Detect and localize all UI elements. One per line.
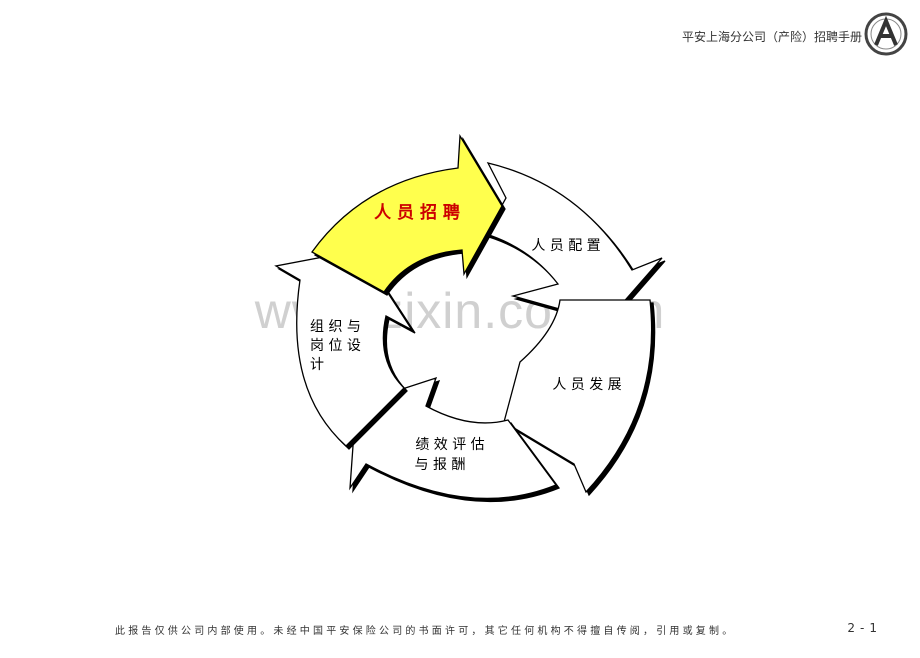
label-org-design-line3: 计 — [310, 357, 324, 373]
footer-disclaimer: 此报告仅供公司内部使用。未经中国平安保险公司的书面许可，其它任何机构不得擅自传阅… — [115, 626, 736, 637]
page-number: 2-1 — [847, 621, 882, 635]
label-evaluation-line2: 与 报 酬 — [415, 457, 466, 473]
cycle-arrow-recruit — [311, 133, 503, 293]
cycle-arrow-evaluation — [349, 376, 558, 500]
label-org-design-line1: 组 织 与 — [310, 319, 361, 335]
label-evaluation-line1: 绩 效 评 估 — [415, 437, 484, 453]
cycle-arrow-development — [503, 299, 653, 494]
label-placement: 人 员 配 置 — [531, 238, 600, 254]
label-recruit: 人 员 招 聘 — [374, 202, 460, 223]
label-org-design-line2: 岗 位 设 — [310, 338, 361, 354]
label-development: 人 员 发 展 — [552, 377, 621, 393]
cycle-arrow-placement — [485, 162, 663, 323]
company-logo — [864, 12, 908, 56]
header-title: 平安上海分公司（产险）招聘手册 — [681, 30, 862, 44]
cycle-arrow-org-design — [274, 249, 413, 447]
